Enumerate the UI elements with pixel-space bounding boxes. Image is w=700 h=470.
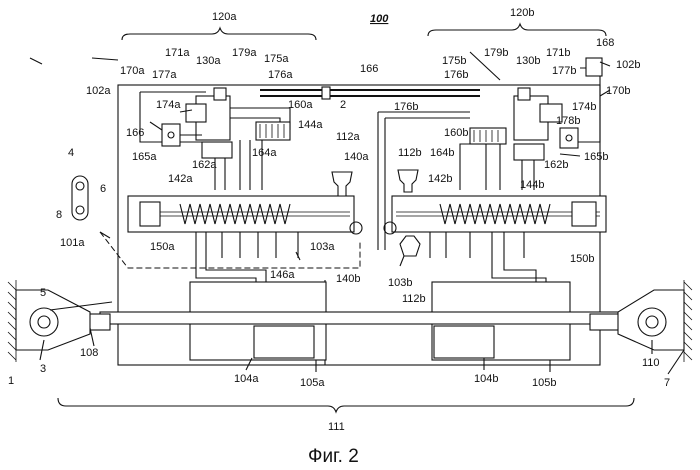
label-170a: 170a [120, 65, 145, 77]
label-174b: 174b [572, 101, 596, 113]
label-166-top: 166 [360, 63, 378, 75]
label-160a: 160a [288, 99, 313, 111]
label-102b: 102b [616, 59, 640, 71]
label-144b: 144b [520, 179, 544, 191]
label-102a: 102a [86, 85, 111, 97]
label-144a: 144a [298, 119, 323, 131]
label-178b: 178b [556, 115, 580, 127]
label-112b: 112b [398, 147, 422, 159]
label-8: 8 [56, 209, 62, 221]
line-166-coupler [322, 87, 330, 99]
label-108: 108 [80, 347, 98, 359]
label-120b: 120b [510, 7, 534, 19]
line-166 [260, 90, 480, 96]
chamber-104b [434, 326, 494, 358]
label-112b-lower: 112b [402, 293, 426, 305]
label-162a: 162a [192, 159, 217, 171]
label-146a: 146a [270, 269, 295, 281]
valve-175b [518, 88, 530, 100]
label-105a: 105a [300, 377, 325, 389]
label-179b: 179b [484, 47, 508, 59]
label-103a: 103a [310, 241, 335, 253]
label-176b: 176b [444, 69, 468, 81]
label-101a: 101a [60, 237, 85, 249]
label-164a: 164a [252, 147, 277, 159]
label-175a: 175a [264, 53, 289, 65]
link-6 [72, 176, 88, 220]
knob-112b-lower [400, 236, 420, 256]
label-105b: 105b [532, 377, 556, 389]
block-160a [256, 122, 290, 140]
label-175b: 175b [442, 55, 466, 67]
label-171b: 171b [546, 47, 570, 59]
label-162b: 162b [544, 159, 568, 171]
brace-111 [58, 398, 634, 412]
label-164b: 164b [430, 147, 454, 159]
label-5: 5 [40, 287, 46, 299]
label-160b: 160b [444, 127, 468, 139]
label-120a: 120a [212, 11, 237, 23]
label-177b: 177b [552, 65, 576, 77]
label-111: 111 [328, 421, 345, 433]
label-170b: 170b [606, 85, 630, 97]
label-3: 3 [40, 363, 46, 375]
chamber-104a [254, 326, 314, 358]
fitting-168 [586, 58, 602, 76]
wall-7-hatch [684, 280, 692, 362]
bracket-7 [618, 290, 684, 350]
label-4: 4 [68, 147, 74, 159]
block-165a [162, 124, 180, 146]
label-168: 168 [596, 37, 614, 49]
label-165a: 165a [132, 151, 157, 163]
bracket-3 [16, 290, 90, 350]
label-130b: 130b [516, 55, 540, 67]
block-165b [560, 128, 578, 148]
label-104b: 104b [474, 373, 498, 385]
label-177a: 177a [152, 69, 177, 81]
knob-112a [332, 172, 352, 196]
label-150b: 150b [570, 253, 594, 265]
label-150a: 150a [150, 241, 175, 253]
label-6: 6 [100, 183, 106, 195]
label-166-left: 166 [126, 127, 144, 139]
wall-1-hatch [8, 280, 16, 362]
block-162a [202, 142, 232, 158]
end-cap-a [140, 202, 160, 226]
valve-174a [186, 104, 206, 122]
label-176b-mid: 176b [394, 101, 418, 113]
block-160b [470, 128, 506, 144]
label-174a: 174a [156, 99, 181, 111]
end-cap-b [572, 202, 596, 226]
brace-120b [428, 24, 606, 36]
label-1: 1 [8, 375, 14, 387]
cylinder-150a [128, 196, 354, 232]
label-130a: 130a [196, 55, 221, 67]
label-2: 2 [340, 99, 346, 111]
figure-caption: Фиг. 2 [308, 446, 359, 467]
knob-112b-upper [398, 170, 418, 192]
tie-rod [100, 312, 618, 324]
valve-175a [214, 88, 226, 100]
label-165b: 165b [584, 151, 608, 163]
block-162b [514, 144, 544, 160]
label-179a: 179a [232, 47, 257, 59]
label-104a: 104a [234, 373, 259, 385]
brace-120a [122, 28, 316, 40]
label-100: 100 [370, 13, 389, 25]
label-103b: 103b [388, 277, 412, 289]
label-171a: 171a [165, 47, 190, 59]
label-176a: 176a [268, 69, 293, 81]
label-140b: 140b [336, 273, 360, 285]
label-142b: 142b [428, 173, 452, 185]
label-142a: 142a [168, 173, 193, 185]
label-140a: 140a [344, 151, 369, 163]
label-7: 7 [664, 377, 670, 389]
label-110: 110 [642, 357, 660, 369]
label-112a: 112a [336, 131, 361, 143]
